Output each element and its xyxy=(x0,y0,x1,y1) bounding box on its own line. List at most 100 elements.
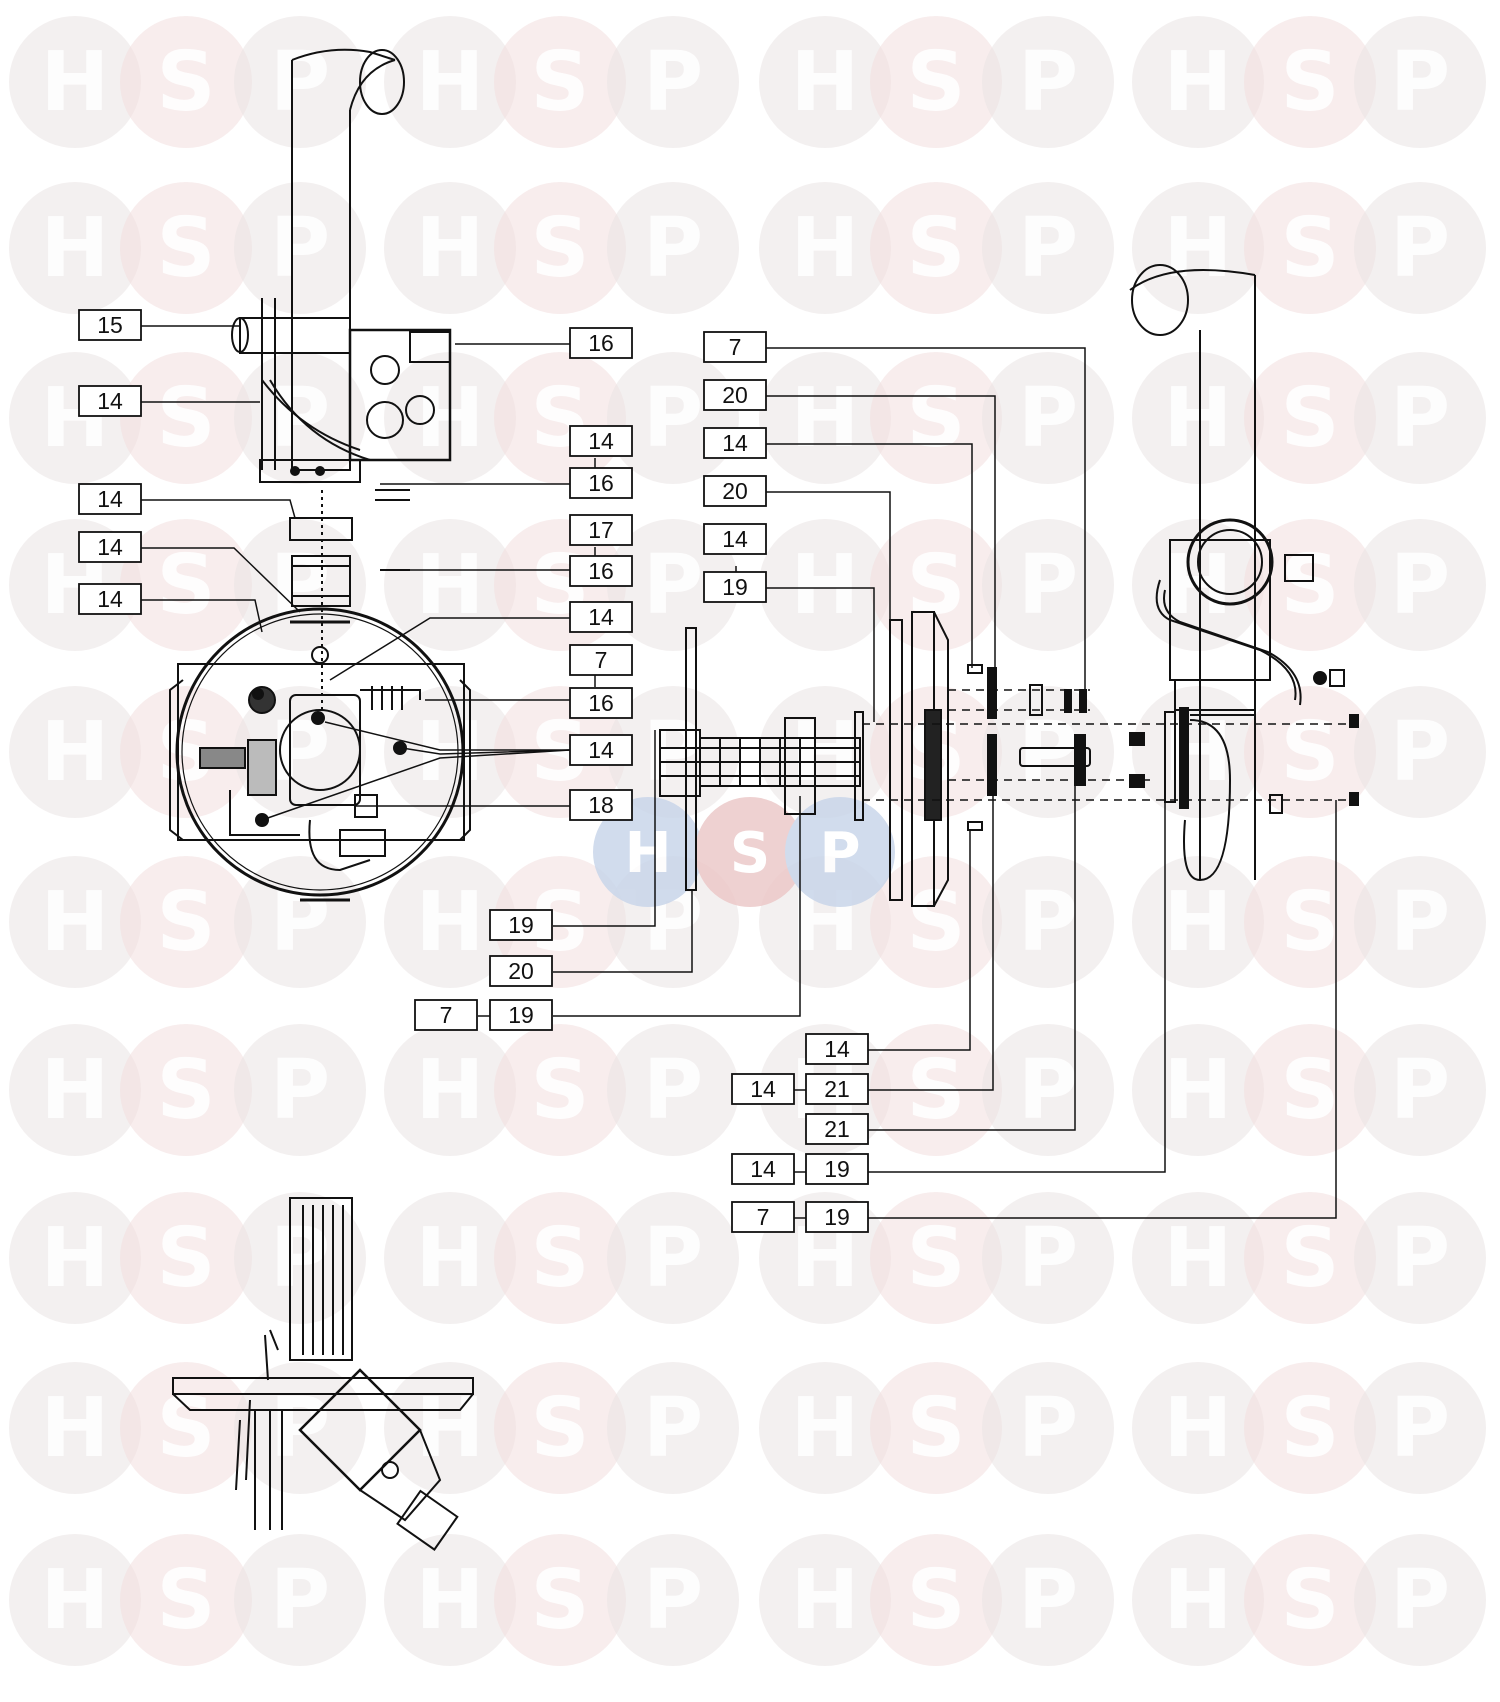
watermark-circle xyxy=(1132,1192,1264,1324)
callout-number: 20 xyxy=(508,958,534,984)
watermark-circle xyxy=(494,1362,626,1494)
gasket xyxy=(289,517,353,541)
part-callout: 20 xyxy=(703,379,767,411)
part-callout: 16 xyxy=(569,555,633,587)
watermark-letter: H xyxy=(41,1043,110,1138)
watermark-circle xyxy=(1354,1534,1486,1666)
callout-number: 16 xyxy=(588,690,614,716)
watermark-letter: S xyxy=(530,1043,589,1138)
watermark-letter: H xyxy=(416,1211,485,1306)
watermark-circle xyxy=(494,856,626,988)
watermark-circle xyxy=(9,1362,141,1494)
callout-box xyxy=(703,571,767,603)
callout-number: 14 xyxy=(97,534,123,560)
injector-sleeve xyxy=(291,555,351,607)
mounting-plate xyxy=(889,619,903,901)
watermark-letter: S xyxy=(530,1381,589,1476)
watermark-letter: S xyxy=(1280,1211,1339,1306)
watermark-circle xyxy=(9,1192,141,1324)
watermark-circle xyxy=(607,1192,739,1324)
watermark-circle xyxy=(982,1534,1114,1666)
watermark-circle xyxy=(120,1192,252,1324)
watermark-circle xyxy=(607,1362,739,1494)
part-callout: 14 xyxy=(731,1073,795,1105)
watermark-circle xyxy=(870,519,1002,651)
callout-number: 15 xyxy=(97,312,123,338)
watermark-letter: S xyxy=(1280,705,1339,800)
part-callout: 14 xyxy=(703,523,767,555)
callout-box xyxy=(569,514,633,546)
watermark-letter: S xyxy=(906,201,965,296)
watermark-circle xyxy=(384,16,516,148)
watermark-circle xyxy=(120,352,252,484)
watermark-letter: S xyxy=(156,201,215,296)
watermark-circle xyxy=(1354,856,1486,988)
watermark-circle xyxy=(234,16,366,148)
watermark-circle xyxy=(759,352,891,484)
watermark-circle xyxy=(9,856,141,988)
watermark-letter: H xyxy=(416,538,485,633)
watermark-circle xyxy=(1244,1192,1376,1324)
watermark-letter: H xyxy=(416,1043,485,1138)
part-callout: 14 xyxy=(731,1153,795,1185)
callout-number: 19 xyxy=(508,1002,534,1028)
watermark-circle xyxy=(1132,182,1264,314)
watermark-circle xyxy=(1354,519,1486,651)
watermark-circle xyxy=(494,16,626,148)
right-burner-assembly xyxy=(1129,264,1359,882)
burner-bar-side xyxy=(289,1197,353,1361)
callout-box xyxy=(731,1073,795,1105)
watermark-letter: H xyxy=(791,1553,860,1648)
watermark-circle xyxy=(1132,16,1264,148)
watermark-letter: P xyxy=(1390,35,1450,130)
watermark-letter: H xyxy=(416,35,485,130)
part-callout: 7 xyxy=(569,644,633,676)
watermark-circle xyxy=(1244,1362,1376,1494)
watermark-circle xyxy=(759,1362,891,1494)
callout-box xyxy=(703,427,767,459)
part-callout: 14 xyxy=(569,425,633,457)
part-callout: 17 xyxy=(569,514,633,546)
callout-number: 14 xyxy=(588,604,614,630)
watermark-letter: S xyxy=(156,1553,215,1648)
part-callout: 19 xyxy=(703,571,767,603)
watermark-circle xyxy=(9,16,141,148)
part-callout: 21 xyxy=(805,1073,869,1105)
watermark-letter: H xyxy=(41,201,110,296)
watermark-circle xyxy=(9,686,141,818)
watermark-letter: S xyxy=(1280,1553,1339,1648)
part-callout: 16 xyxy=(569,327,633,359)
callout-number: 14 xyxy=(750,1076,776,1102)
callout-box xyxy=(569,425,633,457)
watermark-circle xyxy=(870,352,1002,484)
watermark-letter: P xyxy=(1390,1381,1450,1476)
watermark-circle xyxy=(1244,686,1376,818)
watermark-circle xyxy=(1244,182,1376,314)
watermark-letter: H xyxy=(791,201,860,296)
watermark-circle xyxy=(982,1024,1114,1156)
callout-layer: 1514161416141417161414716141872014201419… xyxy=(78,309,869,1233)
callout-number: 14 xyxy=(750,1156,776,1182)
center-burner-exploded xyxy=(659,611,1350,907)
watermark-letter: P xyxy=(270,538,330,633)
watermark-circle xyxy=(870,182,1002,314)
watermark-letter: S xyxy=(1280,1381,1339,1476)
part-callout: 14 xyxy=(703,427,767,459)
watermark-letter: H xyxy=(41,1381,110,1476)
callout-box xyxy=(703,379,767,411)
watermark-circle xyxy=(1354,1192,1486,1324)
watermark-letter: S xyxy=(1280,371,1339,466)
watermark-letter: P xyxy=(270,1211,330,1306)
watermark-letter: H xyxy=(1164,1043,1233,1138)
watermark-circle xyxy=(1354,352,1486,484)
watermark-circle xyxy=(120,16,252,148)
callout-box xyxy=(569,734,633,766)
watermark-circle xyxy=(759,1534,891,1666)
callout-number: 7 xyxy=(595,647,608,673)
part-callout: 19 xyxy=(489,999,553,1031)
watermark-letter: P xyxy=(1018,371,1078,466)
callout-number: 14 xyxy=(97,486,123,512)
watermark-letter: P xyxy=(1390,1043,1450,1138)
watermark-circle xyxy=(1132,352,1264,484)
watermark-letter: H xyxy=(416,1553,485,1648)
